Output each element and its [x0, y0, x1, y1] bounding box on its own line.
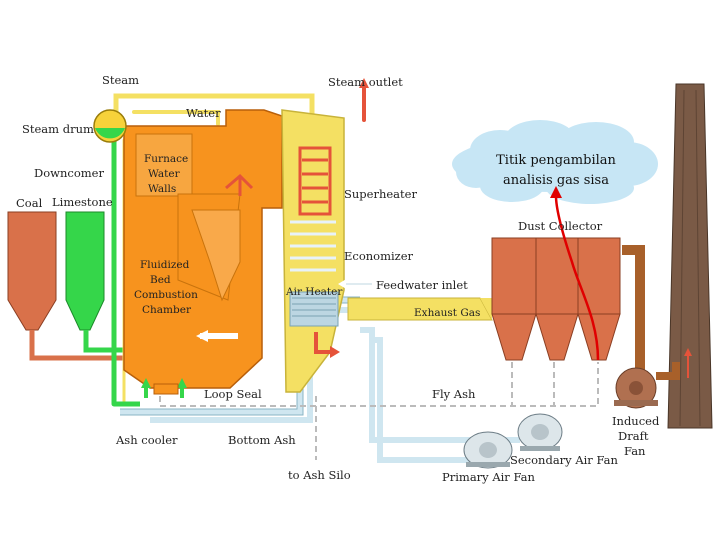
label-feedwater-inlet: Feedwater inlet: [376, 278, 468, 292]
label-exhaust-gas: Exhaust Gas: [414, 307, 480, 319]
label-air-heater: Air Heater: [285, 286, 343, 298]
primary-air-fan: [463, 431, 513, 469]
label-ash-cooler: Ash cooler: [115, 433, 178, 447]
steam-drum: [93, 109, 127, 143]
exhaust-duct: [347, 297, 493, 321]
diagram-labels: Steam Steam outlet Water Steam drum Down…: [16, 73, 660, 484]
label-to-ash-silo: to Ash Silo: [288, 468, 351, 482]
label-idf-1: Induced: [612, 414, 660, 428]
label-bottom-ash: Bottom Ash: [228, 433, 296, 447]
ash-dashed-lines: [159, 362, 599, 460]
convection-pass: [281, 109, 345, 393]
dust-collector: [491, 237, 621, 361]
label-fbc-2: Bed: [150, 274, 171, 286]
callout-line-1: Titik pengambilan: [496, 153, 616, 168]
label-furnace-3: Walls: [148, 183, 176, 195]
label-steam-drum: Steam drum: [22, 122, 94, 136]
feed-pipes: [29, 330, 134, 361]
induced-draft-fan: [614, 348, 692, 409]
label-coal: Coal: [16, 196, 43, 210]
label-idf-2: Draft: [618, 429, 649, 443]
sampling-point-arrow: [550, 186, 600, 361]
idf-duct: [622, 245, 645, 376]
secondary-air-fan: [517, 413, 563, 451]
label-loop-seal: Loop Seal: [204, 387, 262, 401]
steam-outlet-arrow: [359, 78, 369, 88]
furnace: [123, 109, 283, 389]
label-fly-ash: Fly Ash: [432, 387, 476, 401]
limestone-hopper: [65, 211, 105, 331]
label-steam: Steam: [102, 73, 139, 87]
coal-hopper: [7, 211, 57, 331]
label-idf-3: Fan: [624, 444, 646, 458]
callout-cloud: Titik pengambilan analisis gas sisa: [452, 120, 658, 204]
label-superheater: Superheater: [344, 187, 417, 201]
callout-line-2: analisis gas sisa: [503, 173, 609, 188]
label-furnace-2: Water: [148, 168, 181, 180]
label-furnace-1: Furnace: [144, 153, 188, 165]
label-fbc-1: Fluidized: [140, 259, 190, 271]
label-economizer: Economizer: [344, 249, 414, 263]
label-steam-outlet: Steam outlet: [328, 75, 403, 89]
feedwater-inlet-arrow: [338, 278, 372, 290]
label-water: Water: [186, 106, 221, 120]
label-limestone: Limestone: [52, 195, 113, 209]
label-primary-air-fan: Primary Air Fan: [442, 470, 536, 484]
label-fbc-3: Combustion: [134, 289, 198, 301]
chimney-stack: [667, 83, 713, 429]
label-downcomer: Downcomer: [34, 166, 104, 180]
label-fbc-4: Chamber: [142, 304, 192, 316]
label-dust-collector: Dust Collector: [518, 219, 603, 233]
ash-cooler-and-air-inlets: [114, 378, 187, 407]
label-secondary-air-fan: Secondary Air Fan: [510, 453, 619, 467]
